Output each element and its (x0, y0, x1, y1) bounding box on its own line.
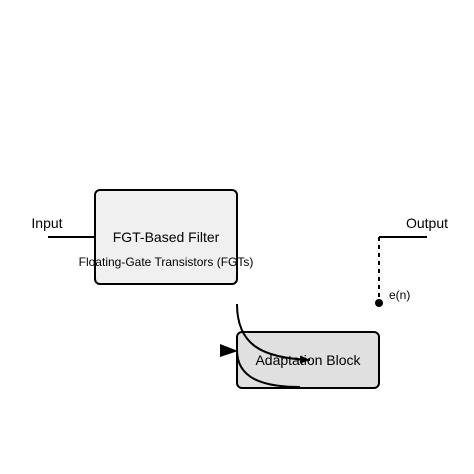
output-label: Output (406, 215, 448, 231)
filter-to-adaptation-curve (236, 303, 311, 364)
filter-subtitle: Floating-Gate Transistors (FGTs) (79, 255, 254, 269)
error-point (375, 299, 383, 307)
input-label: Input (31, 215, 62, 231)
adaptation-input-arrow (220, 344, 238, 357)
adaptation-return-curve (236, 349, 301, 388)
filter-title: FGT-Based Filter (113, 229, 220, 245)
error-label: e(n) (389, 288, 410, 302)
fgt-filter-block (94, 189, 238, 285)
